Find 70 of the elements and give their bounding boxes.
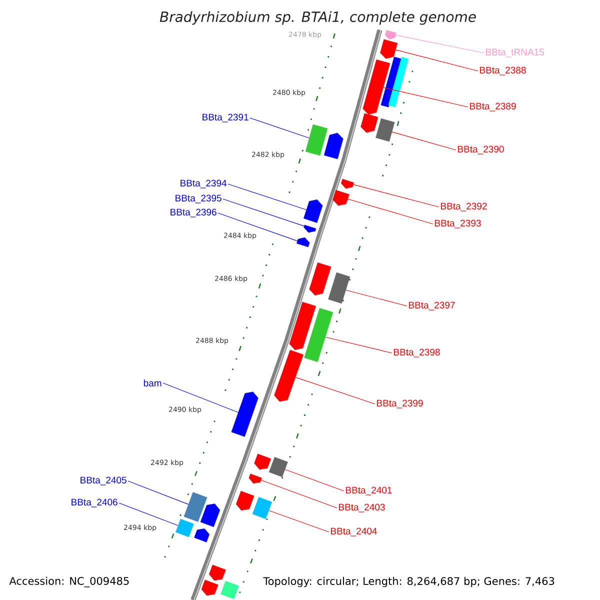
gene-label: BBta_2398 bbox=[394, 348, 440, 358]
gene-label: BBta_2396 bbox=[170, 208, 216, 218]
gene-feature bbox=[324, 132, 344, 160]
gene-label: BBta_2394 bbox=[180, 180, 227, 188]
leader-line bbox=[250, 118, 310, 138]
gene-label: BBta_2405 bbox=[80, 476, 126, 486]
gene-block bbox=[304, 308, 334, 362]
gene-label: BBta_2395 bbox=[176, 194, 222, 204]
leader-line bbox=[162, 382, 238, 413]
gene-block bbox=[305, 124, 328, 156]
gene-feature bbox=[384, 30, 396, 40]
leader-line bbox=[128, 480, 189, 505]
leader-line bbox=[346, 290, 408, 306]
leader-line bbox=[268, 510, 330, 532]
gene-feature bbox=[332, 190, 350, 206]
gene-label: BBta_2403 bbox=[339, 504, 385, 512]
gene-block bbox=[268, 456, 288, 478]
gene-feature bbox=[304, 224, 316, 233]
gene-label: BBta_2401 bbox=[346, 486, 392, 496]
leader-line bbox=[392, 132, 456, 150]
gene-label: BBta_2397 bbox=[409, 302, 455, 310]
gene-label: BBta_2392 bbox=[441, 202, 487, 212]
gene-label: BBta_tRNA15 bbox=[486, 48, 544, 58]
leader-line bbox=[325, 336, 392, 354]
leader-line bbox=[395, 49, 478, 72]
gene-label: BBta_2393 bbox=[435, 220, 481, 228]
leader-line bbox=[260, 480, 338, 508]
gene-label: BBta_2390 bbox=[458, 146, 504, 154]
gene-feature bbox=[208, 564, 226, 581]
gene-feature bbox=[200, 504, 220, 527]
gene-label: BBta_2388 bbox=[480, 66, 526, 76]
gene-feature bbox=[194, 528, 210, 542]
gene-block bbox=[328, 272, 350, 304]
leader-line bbox=[295, 376, 376, 404]
gene-block bbox=[220, 580, 239, 600]
gene-label: BBta_2406 bbox=[72, 498, 118, 508]
title: Bradyrhizobium sp. BTAi1, complete genome bbox=[160, 11, 476, 25]
leader-line bbox=[395, 34, 484, 54]
gene-feature bbox=[236, 490, 254, 510]
leader-line bbox=[118, 502, 178, 526]
gene-feature bbox=[201, 580, 218, 596]
gene-block bbox=[376, 118, 395, 142]
gene-feature bbox=[380, 39, 398, 59]
gene-feature bbox=[231, 392, 258, 437]
gene-feature bbox=[274, 350, 304, 402]
gene-label: BBta_2399 bbox=[377, 400, 423, 408]
gene-feature bbox=[296, 237, 310, 248]
gene-label: BBta_2389 bbox=[470, 102, 516, 112]
gene-feature bbox=[254, 454, 272, 470]
gene-label: BBta_2391 bbox=[202, 114, 248, 122]
leader-line bbox=[228, 184, 307, 210]
gene-block bbox=[184, 492, 208, 522]
gene-feature bbox=[289, 302, 316, 350]
leader-line bbox=[222, 198, 304, 226]
leader-line bbox=[353, 184, 440, 208]
leader-line bbox=[218, 212, 298, 242]
gene-block bbox=[176, 518, 194, 538]
leader-line bbox=[284, 469, 344, 492]
gene-feature bbox=[248, 474, 262, 484]
gene-label: BBta_2404 bbox=[331, 528, 377, 536]
gene-block bbox=[252, 496, 272, 520]
leader-line bbox=[348, 198, 434, 224]
gene-feature bbox=[340, 178, 354, 189]
info-text: Accession: NC_009485 bbox=[9, 576, 129, 588]
gene-label: bam bbox=[144, 380, 162, 386]
gene-feature bbox=[309, 262, 332, 296]
gene-block bbox=[388, 56, 409, 108]
leader-line bbox=[383, 87, 468, 108]
gene-feature bbox=[360, 113, 378, 133]
info-text: Topology: circular; Length: 8,264,687 bp; Genes: 7,463 bbox=[263, 576, 554, 588]
